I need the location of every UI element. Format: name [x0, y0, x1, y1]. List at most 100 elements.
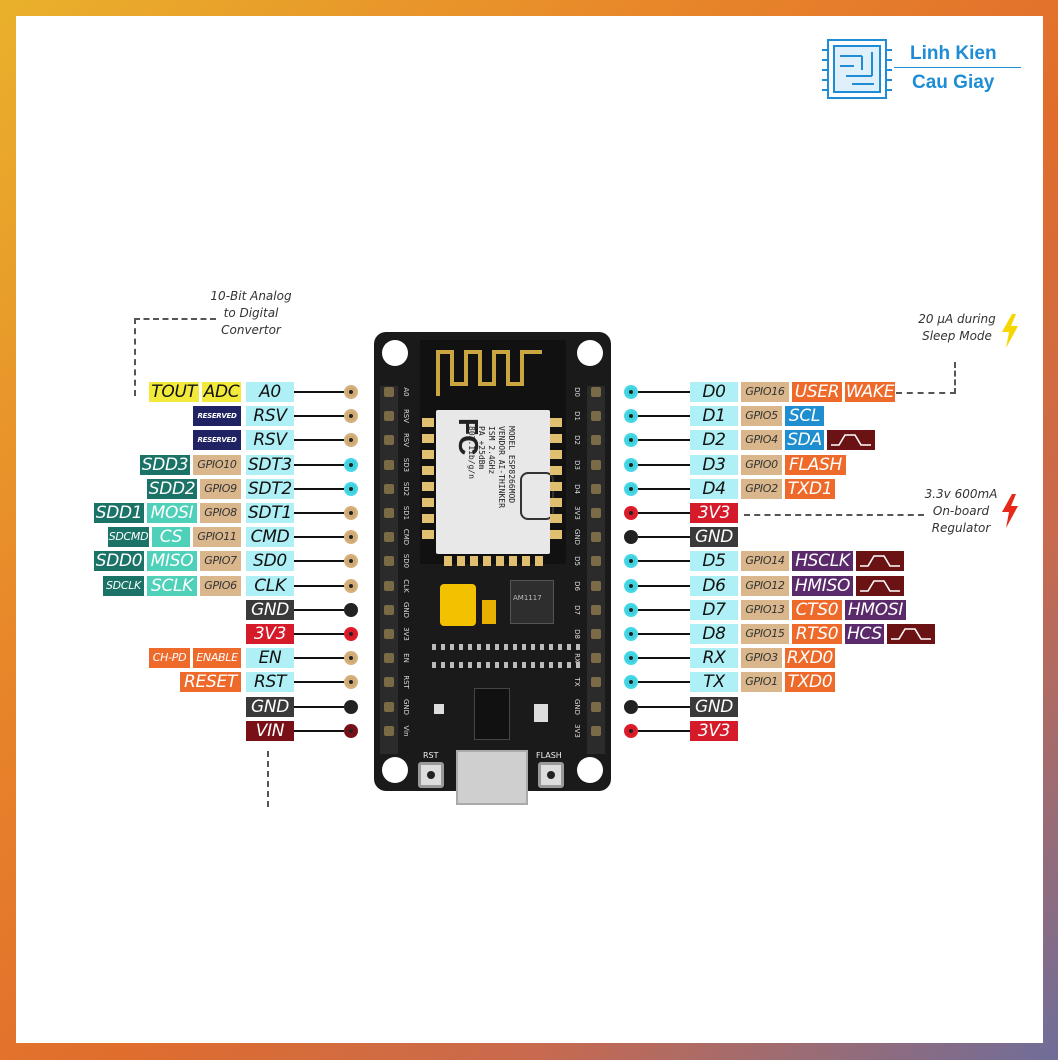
- left-pin-connector: [344, 530, 358, 545]
- vin-leader: [267, 751, 269, 807]
- left-pin-name: RSV: [246, 406, 294, 427]
- left-pin-function-label: SDCLK: [103, 575, 144, 596]
- right-pin-connector: [624, 651, 638, 666]
- left-pin-name: EN: [246, 648, 294, 669]
- right-pin-function-label: GPIO15: [741, 624, 789, 644]
- left-pin-name: 3V3: [246, 624, 294, 644]
- pad-row-2: [432, 662, 582, 668]
- right-pin-connector: [624, 699, 638, 714]
- adc-note: 10-Bit Analog to Digital Convertor: [196, 288, 306, 339]
- right-pin-connector: [624, 675, 638, 690]
- module-pad: [550, 498, 562, 507]
- left-pin-connector: [344, 385, 358, 399]
- left-pin-name: SDT2: [246, 478, 294, 499]
- capacitor-yellow: [440, 584, 476, 626]
- left-header-pin: [384, 387, 394, 397]
- right-pin-connector: [624, 385, 638, 399]
- right-pin-function-label: RXD0: [785, 648, 835, 669]
- right-pin-function-label: HSCLK: [792, 551, 853, 572]
- left-silk-label: RSV: [402, 433, 410, 448]
- left-pin-wire: [294, 633, 344, 635]
- left-pin-function-label: GPIO8: [200, 503, 241, 523]
- module-pad: [535, 556, 543, 566]
- right-pin-function-label: GPIO1: [741, 672, 782, 693]
- right-pin-name: D8: [690, 624, 738, 644]
- left-header-pin: [384, 483, 394, 494]
- rst-button-label: RST: [423, 751, 439, 760]
- module-pad: [496, 556, 504, 566]
- right-pin-function-label: GPIO16: [741, 382, 789, 402]
- rst-button[interactable]: [418, 762, 444, 788]
- adc-leader: [134, 318, 216, 396]
- micro-usb-port[interactable]: [456, 750, 528, 791]
- right-silk-label: TX: [573, 677, 581, 687]
- module-pad: [550, 466, 562, 475]
- right-pin-function-label: CTS0: [792, 599, 842, 620]
- right-pin-name: D3: [690, 454, 738, 475]
- right-pin-function-label: GPIO12: [741, 575, 789, 596]
- right-silk-label: D1: [573, 411, 581, 422]
- pwm-wave-icon: [827, 430, 875, 451]
- left-pin-connector: [344, 409, 358, 424]
- flash-button[interactable]: [538, 762, 564, 788]
- module-pad: [550, 514, 562, 523]
- regulator-note-line3: Regulator: [931, 521, 991, 535]
- regulator-note-line1: 3.3v 600mA: [924, 487, 998, 501]
- left-pin-function-label: ENABLE: [193, 648, 241, 669]
- left-header-pin: [384, 411, 394, 422]
- sleep-note-line1: 20 µA during: [918, 312, 996, 326]
- left-pin-wire: [294, 657, 344, 660]
- left-pin-connector: [344, 675, 358, 690]
- right-pin-wire: [638, 415, 690, 418]
- left-pin-connector: [344, 627, 358, 641]
- right-pin-name: 3V3: [690, 720, 738, 741]
- logo-divider: [894, 67, 1021, 68]
- left-pin-function-label: CH-PD: [149, 648, 190, 669]
- left-silk-label: SD2: [402, 481, 410, 496]
- module-pad: [550, 530, 562, 539]
- module-pad: [444, 556, 452, 566]
- right-pin-function-label: TXD0: [785, 672, 835, 693]
- logo-line1: Linh Kien: [910, 43, 997, 64]
- left-pin-connector: [344, 723, 358, 738]
- chip-logo-icon: [822, 39, 892, 99]
- left-pin-wire: [294, 463, 344, 466]
- right-header-pin: [591, 677, 601, 688]
- right-pin-connector: [624, 409, 638, 424]
- right-pin-name: D0: [690, 382, 738, 402]
- pad-row-1: [432, 644, 582, 650]
- left-header-pin: [384, 580, 394, 591]
- mount-hole-bl: [382, 757, 408, 783]
- right-pin-connector: [624, 627, 638, 641]
- right-pin-name: GND: [690, 527, 738, 548]
- left-pin-name: VIN: [246, 720, 294, 741]
- right-pin-function-label: GPIO14: [741, 551, 789, 572]
- left-pin-function-label: SDD3: [140, 454, 190, 475]
- right-pin-connector: [624, 433, 638, 448]
- left-pin-name: A0: [246, 382, 294, 402]
- left-header-pin: [384, 653, 394, 664]
- right-pin-connector: [624, 530, 638, 545]
- right-pin-connector: [624, 506, 638, 520]
- left-header-pin: [384, 459, 394, 470]
- left-header-pin: [384, 629, 394, 639]
- left-pin-function-label: GPIO6: [200, 575, 241, 596]
- right-pin-wire: [638, 512, 690, 514]
- antenna-trace-icon: [436, 350, 542, 396]
- right-pin-name: TX: [690, 672, 738, 693]
- mount-hole-br: [577, 757, 603, 783]
- right-silk-label: GND: [573, 529, 581, 546]
- left-pin-wire: [294, 391, 344, 393]
- right-pin-name: D1: [690, 406, 738, 427]
- mount-hole-tl: [382, 340, 408, 366]
- left-header-pin: [384, 508, 394, 518]
- left-pin-name: SDT3: [246, 454, 294, 475]
- left-silk-label: SD1: [402, 505, 410, 521]
- left-silk-label: A0: [402, 387, 410, 397]
- left-pin-name: RST: [246, 672, 294, 693]
- module-pad: [422, 514, 434, 523]
- left-pin-connector: [344, 578, 358, 593]
- module-pad: [483, 556, 491, 566]
- module-pad: [550, 450, 562, 459]
- left-pin-function-label: TOUT: [149, 382, 199, 402]
